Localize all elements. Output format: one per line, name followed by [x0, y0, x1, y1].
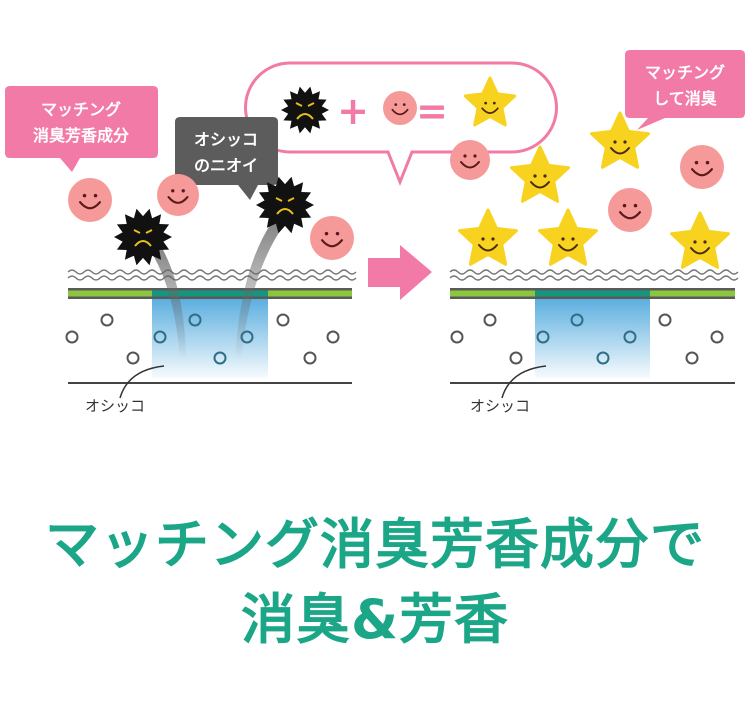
fragrance-smile-icon [68, 178, 112, 222]
absorbed-urine [535, 290, 650, 378]
deodorize-bubble: マッチング して消臭 [625, 50, 745, 130]
absorbent-bead [326, 330, 340, 344]
fragrance-smile-icon [383, 91, 417, 125]
fragrance-smile-icon [608, 188, 652, 232]
top-sheet-wave [67, 275, 357, 281]
bubble-text: オシッコ [194, 130, 258, 149]
top-sheet-wave [67, 269, 357, 275]
urine-label-left: オシッコ [85, 397, 145, 415]
odor-germ-icon [281, 86, 329, 134]
absorbent-bead [450, 330, 464, 344]
caption-line1: マッチング消臭芳香成分で [45, 513, 705, 576]
matched-star-icon [458, 208, 518, 266]
absorbent-bead [213, 351, 227, 365]
absorbent-bead [303, 351, 317, 365]
bubble-text: マッチング [645, 63, 725, 82]
absorbent-bead [596, 351, 610, 365]
absorbent-bead [623, 330, 637, 344]
matched-star-icon [463, 76, 517, 127]
absorbent-bead [153, 330, 167, 344]
fragrance-bubble: マッチング 消臭芳香成分 [5, 86, 158, 172]
urine-label-right: オシッコ [470, 397, 530, 415]
top-sheet-wave [449, 269, 739, 275]
wet-layer [152, 290, 268, 297]
diaper-layers-before [65, 269, 357, 399]
absorbent-bead [658, 313, 672, 327]
absorbent-bead [536, 330, 550, 344]
leader-line [501, 365, 547, 399]
matched-star-icon [670, 211, 730, 269]
absorbent-bead [509, 351, 523, 365]
bubble-text: マッチング [41, 100, 121, 119]
absorbent-bead [65, 330, 79, 344]
absorbent-bead [188, 313, 202, 327]
matched-star-icon [590, 111, 650, 169]
matched-star-icon [538, 208, 598, 266]
leader-line [119, 365, 165, 399]
fragrance-smile-icon [310, 216, 354, 260]
bubble-text: して消臭 [653, 89, 717, 108]
absorbent-bead [710, 330, 724, 344]
caption-line2: 消臭&芳香 [240, 588, 510, 651]
odor-trails [150, 222, 282, 360]
bubble-text: 消臭芳香成分 [33, 126, 129, 145]
absorbent-bead [100, 313, 114, 327]
odor-bubble: オシッコ のニオイ [175, 117, 278, 200]
odor-germ-icon [256, 176, 314, 234]
wet-layer [535, 290, 650, 297]
bubble-text: のニオイ [194, 156, 258, 175]
top-sheet-wave [449, 275, 739, 281]
odor-germ-icon [114, 208, 172, 266]
absorbent-bead [276, 313, 290, 327]
fragrance-smile-icon [680, 145, 724, 189]
plus-sign: + [337, 89, 369, 133]
arrow-right-icon [368, 245, 432, 300]
absorbent-bead [685, 351, 699, 365]
fragrance-smile-icon [450, 140, 490, 180]
absorbent-bead [126, 351, 140, 365]
absorbent-bead [570, 313, 584, 327]
matched-star-icon [510, 145, 570, 203]
fragrance-smile-icon [157, 174, 199, 216]
diaper-layers-after [449, 269, 739, 399]
absorbent-bead [483, 313, 497, 327]
equals-sign: = [416, 89, 448, 133]
